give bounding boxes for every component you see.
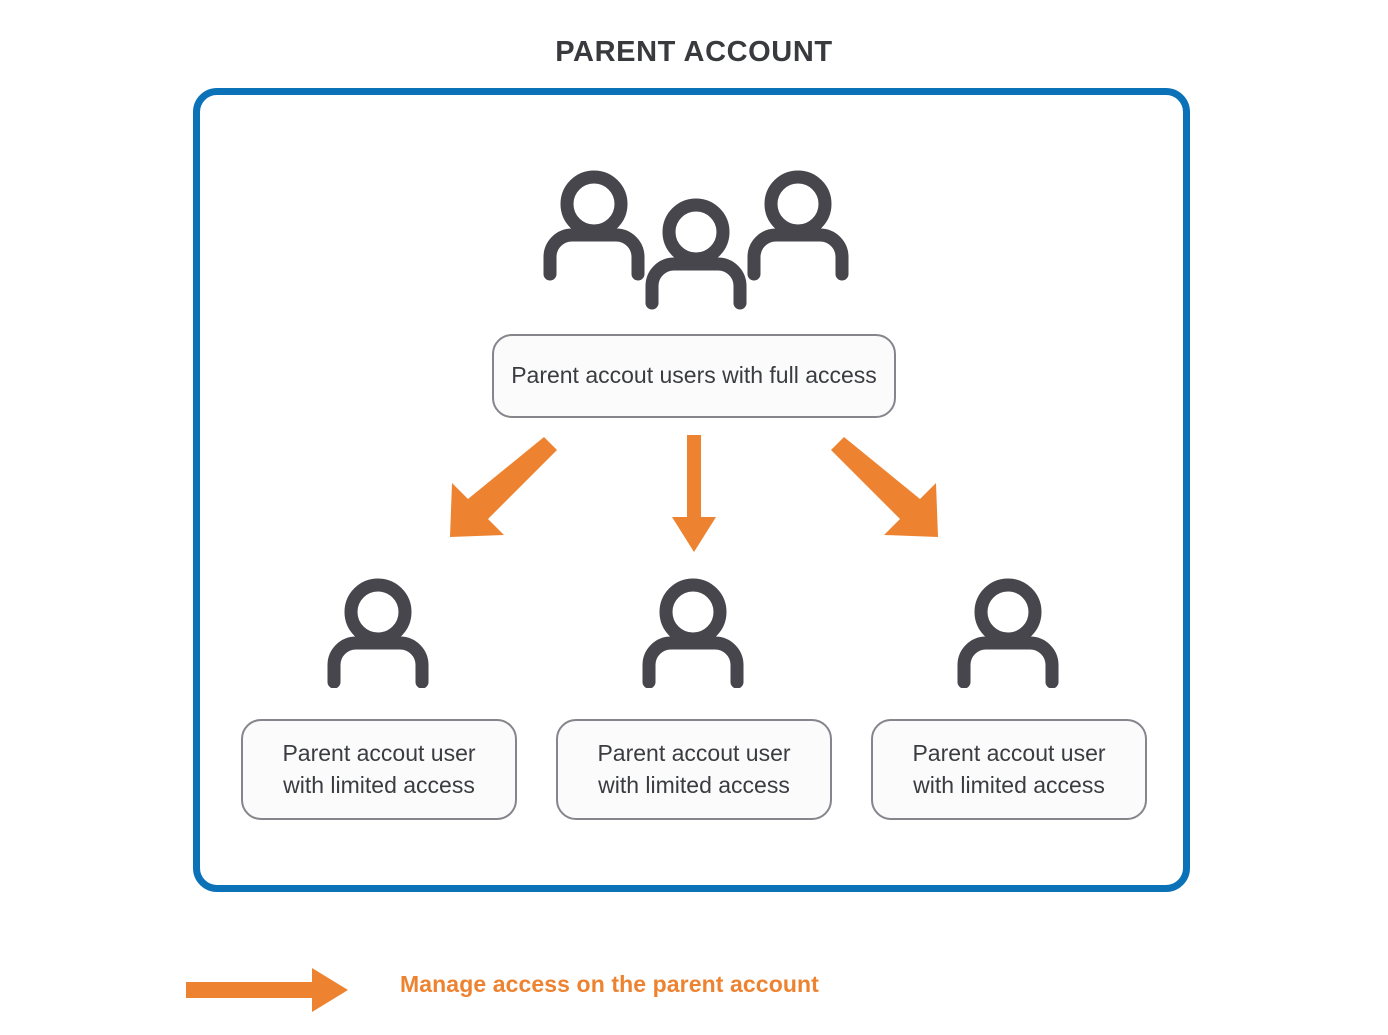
legend: Manage access on the parent account bbox=[186, 960, 986, 1020]
child-label-text-left: Parent accout user with limited access bbox=[282, 738, 475, 800]
child-label-line1-center: Parent accout user bbox=[597, 740, 791, 767]
top-node-label-box: Parent accout users with full access bbox=[492, 334, 896, 418]
person-icon-right bbox=[948, 578, 1068, 689]
person-icon-center bbox=[633, 578, 753, 689]
page-title: PARENT ACCOUNT bbox=[555, 36, 833, 68]
child-label-line2-left: with limited access bbox=[283, 771, 475, 798]
three-people-icon bbox=[536, 162, 856, 317]
right-arrow-icon bbox=[186, 966, 356, 1014]
child-label-text-right: Parent accout user with limited access bbox=[912, 738, 1105, 800]
top-node-label-text: Parent accout users with full access bbox=[511, 362, 877, 389]
child-label-box-left: Parent accout user with limited access bbox=[241, 719, 517, 820]
legend-label: Manage access on the parent account bbox=[400, 971, 819, 997]
child-label-line2-center: with limited access bbox=[598, 771, 790, 798]
child-label-text-center: Parent accout user with limited access bbox=[597, 738, 790, 800]
person-icon-left bbox=[318, 578, 438, 689]
child-label-line1-right: Parent accout user bbox=[912, 740, 1106, 767]
child-label-line1-left: Parent accout user bbox=[282, 740, 476, 767]
child-label-box-center: Parent accout user with limited access bbox=[556, 719, 832, 820]
child-label-line2-right: with limited access bbox=[913, 771, 1105, 798]
child-label-box-right: Parent accout user with limited access bbox=[871, 719, 1147, 820]
